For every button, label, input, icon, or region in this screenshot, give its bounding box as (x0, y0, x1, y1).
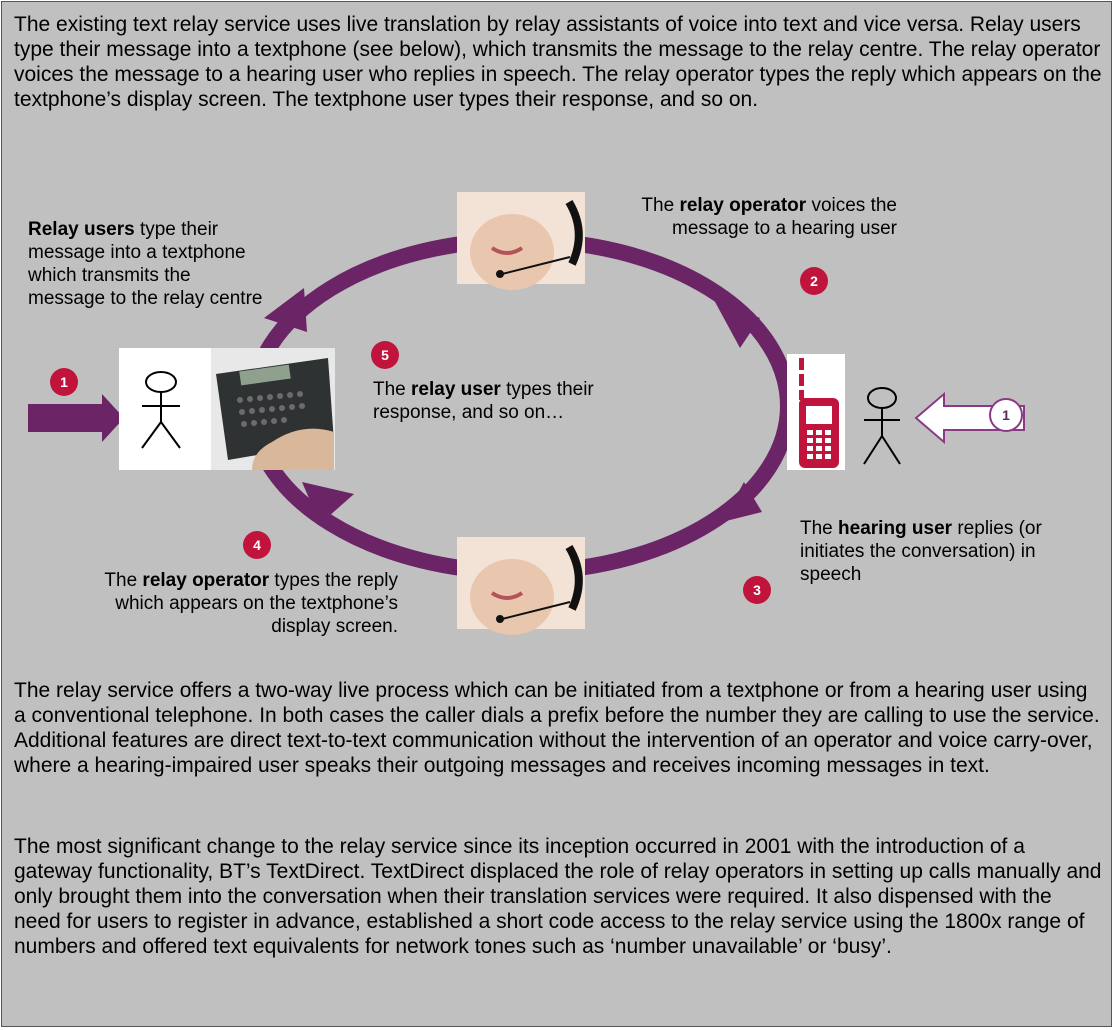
step-3-bold: hearing user (838, 518, 953, 539)
step-1-text: type their message into a textphone whic… (28, 219, 263, 309)
step-5-label: The relay user types their response, and… (373, 378, 603, 424)
arrowhead-top-left (264, 288, 307, 332)
arrowhead-top-right (714, 300, 760, 348)
step-3-badge: 3 (743, 576, 771, 604)
step-3-text: replies (or initiates the conversation) … (800, 518, 1042, 585)
paragraph-2: The relay service offers a two-way live … (14, 679, 1100, 777)
step-5-bold: relay user (411, 379, 501, 400)
mobile-phone-icon (799, 358, 839, 468)
step-5-text: types their response, and so on… (373, 379, 594, 423)
step-5-badge: 5 (371, 341, 399, 369)
headset-operator-photo-top (457, 192, 585, 290)
step-1-badge-right: 1 (989, 398, 1023, 432)
step-2-text: voices the message to a hearing user (672, 195, 897, 239)
step-1-bold: Relay users (28, 219, 135, 240)
step-2-pre: The (641, 195, 680, 216)
textphone-photo (211, 348, 335, 470)
arrowhead-bottom-left (302, 482, 354, 524)
stick-figure-icon (141, 371, 181, 449)
stick-figure-right-icon (863, 387, 901, 465)
paragraph-3: The most significant change to the relay… (14, 835, 1102, 958)
intro-paragraph: The existing text relay service uses liv… (14, 13, 1102, 111)
step-4-text: types the reply which appears on the tex… (115, 570, 398, 637)
headset-operator-photo-bottom (457, 537, 585, 635)
step-2-label: The relay operator voices the message to… (617, 194, 897, 240)
step-3-label: The hearing user replies (or initiates t… (800, 517, 1100, 586)
step-1-badge: 1 (50, 368, 78, 396)
step-4-bold: relay operator (142, 570, 270, 591)
step-5-pre: The (373, 379, 412, 400)
step-4-label: The relay operator types the reply which… (98, 569, 398, 638)
step-4-pre: The (104, 570, 143, 591)
arrowhead-bottom-right (722, 482, 762, 522)
incoming-arrow-left (28, 394, 124, 442)
step-2-badge: 2 (800, 267, 828, 295)
step-1-label: Relay users type their message into a te… (28, 218, 268, 310)
step-4-badge: 4 (243, 531, 271, 559)
step-2-bold: relay operator (679, 195, 807, 216)
step-3-pre: The (800, 518, 839, 539)
